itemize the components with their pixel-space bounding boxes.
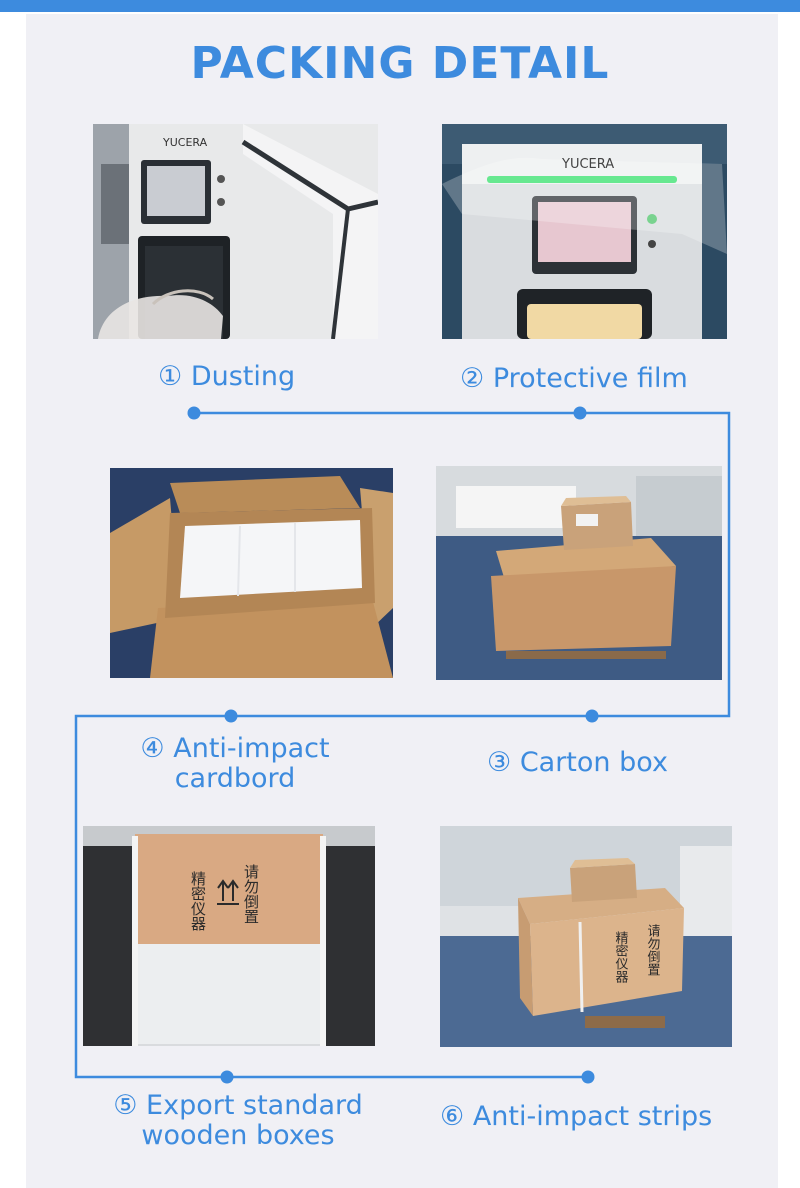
step-3-caption: ③ Carton box	[487, 748, 668, 778]
flow-dot	[224, 709, 238, 723]
photo-wooden-crate: 精密仪器 请勿倒置	[440, 826, 732, 1047]
step-number: ①	[158, 361, 183, 392]
step-number: ②	[460, 363, 485, 394]
box-text-right: 请勿倒置	[645, 924, 661, 976]
step-6-caption: ⑥ Anti-impact strips	[440, 1102, 712, 1132]
step-4-caption: ④ Anti-impact cardbord	[120, 734, 350, 794]
flow-dot	[585, 709, 599, 723]
top-accent-bar	[0, 0, 800, 12]
page-title: PACKING DETAIL	[190, 38, 610, 89]
photo-carton-box	[436, 466, 722, 680]
photo-anti-impact-cardboard	[110, 468, 393, 678]
box-text-right: 请勿倒置	[242, 864, 260, 924]
brand-mark: YUCERA	[162, 136, 208, 149]
step-1-caption: ① Dusting	[158, 362, 295, 392]
photo-dusting: YUCERA	[93, 124, 378, 339]
step-label: Export standard	[146, 1090, 363, 1121]
step-2-caption: ② Protective film	[460, 364, 688, 394]
brand-mark: YUCERA	[561, 157, 614, 172]
box-text-left: 精密仪器	[613, 931, 629, 984]
photo-wooden-box-panel: 精密仪器 请勿倒置	[83, 826, 375, 1046]
flow-dot	[187, 406, 201, 420]
step-number: ⑤	[113, 1090, 138, 1121]
step-5-caption: ⑤ Export standard wooden boxes	[88, 1091, 388, 1151]
step-label: Dusting	[190, 361, 296, 392]
step-label: Anti-impact	[173, 733, 330, 764]
step-number: ③	[487, 747, 512, 778]
step-label: Carton box	[519, 747, 668, 778]
step-number: ④	[140, 733, 165, 764]
step-number: ⑥	[440, 1101, 465, 1132]
box-text-left: 精密仪器	[189, 871, 207, 931]
flow-dot	[220, 1070, 234, 1084]
step-label-line2: cardbord	[174, 763, 296, 794]
step-label-line2: wooden boxes	[141, 1120, 335, 1151]
step-label: Protective film	[492, 363, 688, 394]
flow-dot	[573, 406, 587, 420]
step-label: Anti-impact strips	[472, 1101, 713, 1132]
photo-protective-film: YUCERA	[442, 124, 727, 339]
flow-dot	[581, 1070, 595, 1084]
